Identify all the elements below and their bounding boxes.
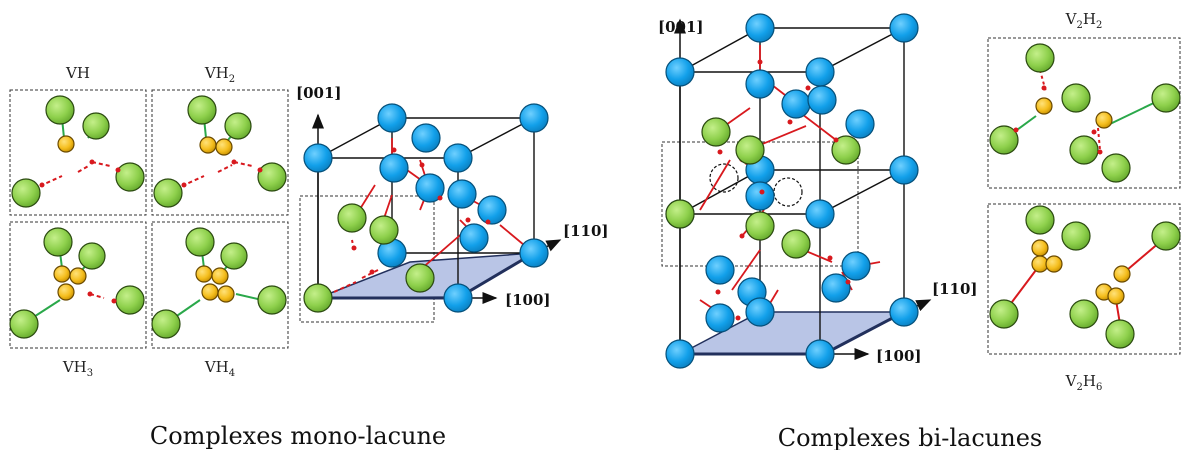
panel-vh2 (153, 95, 287, 208)
panel-vh4 (151, 227, 287, 339)
panel-v2h6-frame (987, 203, 1181, 355)
left-axis-001: [001] (296, 84, 342, 102)
left-axis-110: [110] (563, 222, 609, 240)
panel-vh3-frame (9, 221, 147, 349)
panel-vh-label: VH (65, 64, 90, 82)
panel-vh3 (9, 227, 145, 339)
right-caption: Complexes bi-lacunes (778, 424, 1043, 450)
panel-vh-frame (9, 89, 147, 216)
panel-v2h2 (989, 43, 1181, 183)
panel-v2h2-label: V2H2 (1065, 10, 1103, 31)
vacancy-site (773, 177, 803, 207)
right-axis-001: [001] (658, 18, 704, 36)
panel-v2h6 (989, 205, 1181, 349)
right-axis-110: [110] (932, 280, 978, 298)
right-axis-100: [100] (876, 347, 922, 365)
left-caption: Complexes mono-lacune (150, 422, 446, 450)
panel-vh4-label: VH4 (204, 358, 235, 379)
panel-vh2-label: VH2 (204, 64, 235, 85)
right-crystal (661, 13, 932, 369)
left-axis-100: [100] (505, 291, 551, 309)
panel-vh3-label: VH3 (62, 358, 93, 379)
vacancy-site (709, 163, 739, 193)
panel-vh (11, 95, 145, 208)
panel-v2h2-frame (987, 37, 1181, 189)
panel-vh2-frame (151, 89, 289, 216)
left-panel-grid (9, 89, 289, 349)
panel-v2h6-label: V2H6 (1065, 372, 1103, 393)
left-crystal (299, 103, 562, 323)
panel-vh4-frame (151, 221, 289, 349)
